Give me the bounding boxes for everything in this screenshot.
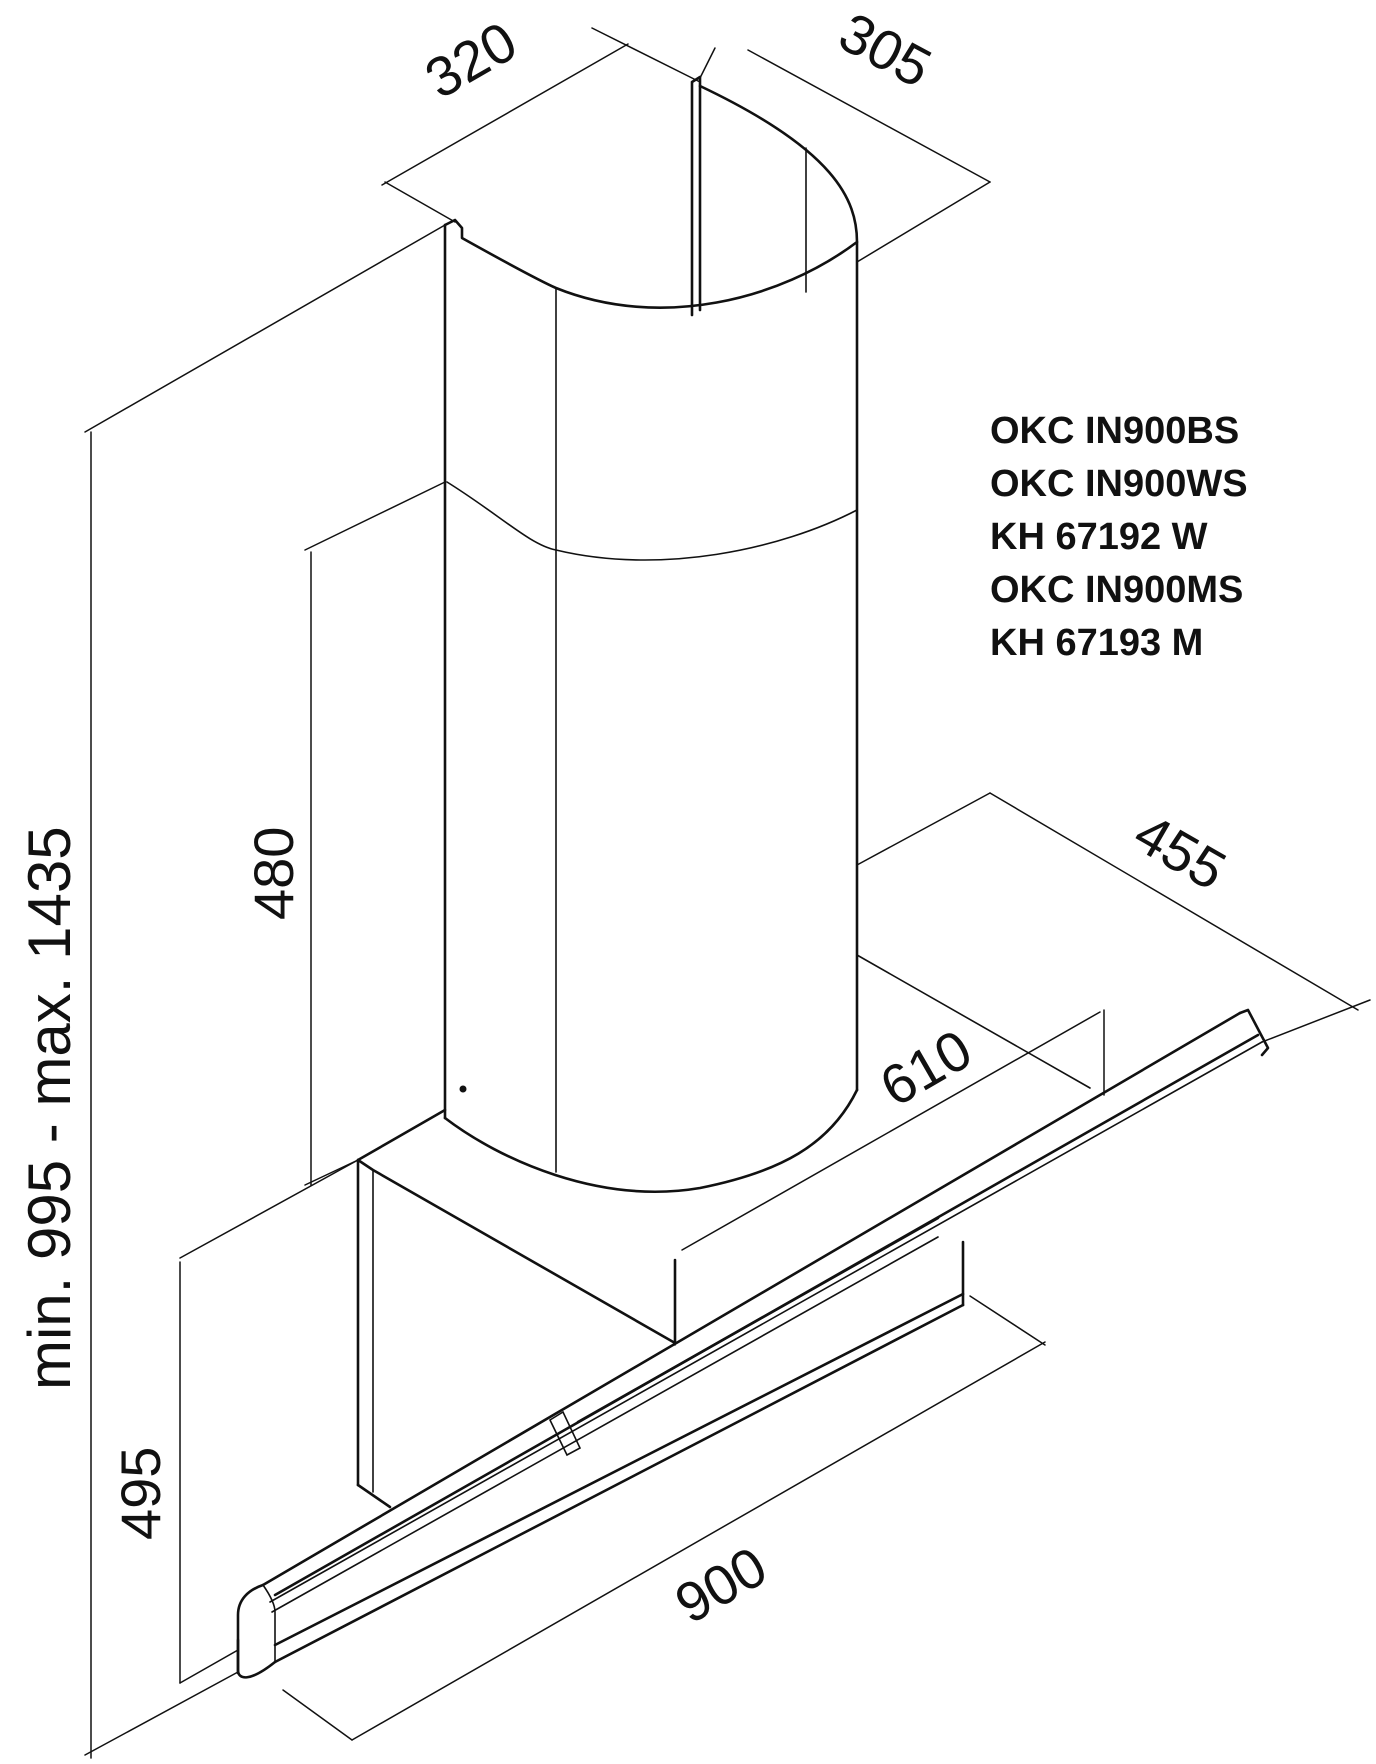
dim-label-chimney-section-height: 480 [242, 827, 305, 920]
dim-610-line [681, 1011, 1101, 1251]
glass-face-line-1 [269, 1041, 1263, 1603]
sensor-window [548, 1410, 582, 1457]
model-number: OKC IN900BS [990, 410, 1240, 452]
dim-label-total-height: min. 995 - max. 1435 [16, 826, 83, 1390]
dim-label-hood-depth: 455 [1124, 801, 1236, 902]
motor-housing [356, 954, 1091, 1509]
dim-305-ext-bottom [856, 181, 991, 263]
dimension-labels: 320 305 min. 995 - max. 1435 480 495 455… [16, 0, 1236, 1635]
chimney-telescopic-joint [446, 481, 858, 561]
dim-320-ext-right [591, 27, 701, 83]
housing-top-right-edge [856, 954, 1091, 1089]
dim-495-ext-bottom [179, 1649, 239, 1684]
dim-label-hood-height: 495 [109, 1447, 172, 1540]
hood-glass-panel [236, 1008, 1270, 1679]
dim-305-ext-top [699, 47, 716, 79]
chimney-front-shell [443, 84, 859, 309]
dim-total-ext-bottom [84, 1671, 239, 1756]
dim-455-ext-bottom [1261, 999, 1371, 1043]
control-strip-bottom [273, 1292, 965, 1647]
dim-320-line [381, 43, 629, 186]
dim-480-ext-top [304, 481, 446, 551]
dim-900-ext-left [282, 1689, 353, 1741]
glass-left-cap-inner [262, 1584, 276, 1663]
dim-label-bracket-width: 610 [870, 1017, 982, 1118]
dim-900-line [351, 1341, 1046, 1741]
dim-900-ext-right [969, 1295, 1046, 1346]
dim-305-line [747, 49, 991, 183]
model-number: KH 67193 M [990, 622, 1204, 664]
control-strip-top [576, 1216, 940, 1424]
housing-bottom-left [356, 1483, 392, 1509]
chimney [443, 75, 859, 1193]
dim-455-ext-top [856, 792, 991, 866]
model-number: KH 67192 W [990, 516, 1208, 558]
chimney-bottom-curve [443, 1088, 859, 1193]
dim-320-ext-left [384, 181, 456, 223]
chimney-screw-dot [459, 1085, 467, 1093]
glass-face-line-2 [271, 1236, 939, 1613]
housing-top-left-edge [356, 1108, 447, 1162]
dim-label-chimney-width: 320 [415, 9, 527, 110]
dim-total-ext-top [84, 224, 446, 433]
dim-495-ext-top [179, 1159, 359, 1259]
dim-455-line [989, 792, 1359, 1011]
glass-right-cap [1238, 1008, 1270, 1057]
glass-left-cap [236, 1583, 277, 1679]
dim-label-hood-width: 900 [665, 1534, 777, 1635]
model-number-list: OKC IN900BS OKC IN900WS KH 67192 W OKC I… [990, 405, 1248, 670]
chimney-back-panel [690, 75, 702, 317]
control-strip-bottom-2 [273, 1303, 965, 1664]
glass-top-edge [261, 1011, 1242, 1587]
dim-label-chimney-depth: 305 [829, 0, 941, 99]
housing-top-face-front [356, 1158, 677, 1345]
dimension-lines [84, 27, 1371, 1759]
model-number: OKC IN900MS [990, 569, 1244, 611]
model-number: OKC IN900WS [990, 463, 1248, 505]
